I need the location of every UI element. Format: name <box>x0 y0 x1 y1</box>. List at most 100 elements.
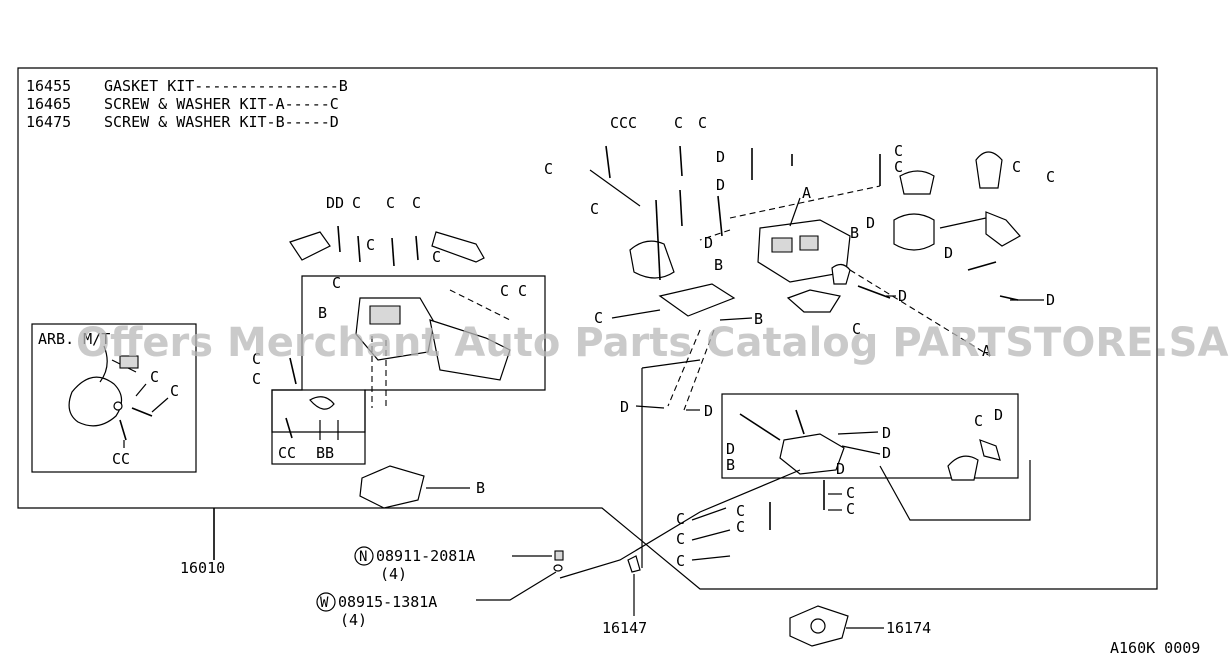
callout-c-left6: C <box>332 274 341 292</box>
part-16174-label: 16174 <box>886 619 931 637</box>
left-screw-3 <box>391 237 395 267</box>
carb-screw-5 <box>717 195 723 237</box>
lower-gasket-part <box>359 465 425 509</box>
carb-leader-c1 <box>589 169 641 207</box>
callout-c-top3: C <box>544 160 553 178</box>
callout-d-top7: D <box>898 287 907 305</box>
carb-float <box>629 240 675 279</box>
lower-body-part <box>779 433 845 475</box>
callout-c-low6: C <box>676 552 685 570</box>
callout-c-left2: C <box>386 194 395 212</box>
callout-c-left3: C <box>412 194 421 212</box>
callout-d-low4: D <box>882 424 891 442</box>
lower-bracket-part <box>979 439 1001 461</box>
lower-leader-c6 <box>691 555 731 561</box>
callout-c-left9: C <box>252 350 261 368</box>
arb-leader-1 <box>135 383 147 397</box>
nut-prefix: N <box>359 549 367 565</box>
carb-screw-1 <box>605 145 611 179</box>
left-dash-3 <box>449 289 511 321</box>
left-linkage-part <box>429 319 511 381</box>
left-screw-2 <box>357 235 361 263</box>
left-screw-6 <box>285 417 293 439</box>
legend: 16455 GASKET KIT----------------B 16465 … <box>26 77 348 131</box>
callout-bb-left: BB <box>316 444 334 462</box>
legend-num-2: 16465 <box>26 95 71 113</box>
callout-d-low5: D <box>882 444 891 462</box>
callout-c-left5: C <box>432 248 441 266</box>
callout-c-left7: C <box>500 282 509 300</box>
carb-gasket-plate <box>658 283 736 317</box>
callout-b-left: B <box>318 304 327 322</box>
carb-screw-9 <box>967 261 997 271</box>
carb-screw-11 <box>857 285 891 299</box>
left-screw-1 <box>337 225 341 253</box>
callout-c-top5: C <box>894 142 903 160</box>
part-16174-shape <box>789 605 849 647</box>
arb-screw-part-2 <box>119 419 127 441</box>
callout-dd-left: DD <box>326 194 344 212</box>
callout-d-low2: D <box>704 402 713 420</box>
lower-leader-d4 <box>635 405 665 409</box>
carb-link-line <box>939 217 987 229</box>
callout-b-low: B <box>726 456 735 474</box>
callout-a-top: A <box>802 184 811 202</box>
arb-callout-cc: CC <box>112 450 130 468</box>
arb-inset-title: ARB. M/T <box>38 330 110 348</box>
callout-c-top1: C <box>674 114 683 132</box>
carb-dash-3 <box>667 329 701 407</box>
carb-cover <box>899 170 935 195</box>
nut-part <box>554 550 564 561</box>
arb-washer-part <box>113 401 123 411</box>
legend-text-2: SCREW & WASHER KIT-A-----C <box>104 95 339 113</box>
lower-leader-d1 <box>837 431 879 435</box>
arb-callout-c1: C <box>150 368 159 386</box>
callout-c-top2: C <box>698 114 707 132</box>
washer-leader <box>476 571 557 601</box>
left-arm-part-2 <box>431 231 485 263</box>
callout-c-low8: C <box>736 518 745 536</box>
bottom-parts: 16010 N 08911-2081A (4) W 08915-1381A (4… <box>180 546 1200 657</box>
carb-float-chamber <box>893 213 935 251</box>
left-small-box <box>271 389 366 465</box>
carb-screw-7 <box>679 189 683 227</box>
left-arm-part <box>289 231 331 261</box>
part-16147-shape <box>627 555 641 573</box>
nut-part-number: 08911-2081A <box>376 547 475 565</box>
callout-c-low1: C <box>974 412 983 430</box>
callout-d-top1: D <box>716 148 725 166</box>
lower-right-subassembly: D D D B D D D C D C C C C C C C <box>559 359 1031 579</box>
washer-prefix-circle <box>316 592 336 612</box>
arb-screw-part <box>131 407 153 417</box>
callout-c-top6: C <box>894 158 903 176</box>
carb-bracket-right <box>985 211 1021 247</box>
callout-c-top4: C <box>590 200 599 218</box>
callout-c-top8: C <box>1046 168 1055 186</box>
callout-c-top9: C <box>594 309 603 327</box>
carb-screw-2 <box>679 145 683 177</box>
carb-gasket-small <box>786 289 841 313</box>
lower-vacuum-line <box>559 359 1031 579</box>
legend-num-3: 16475 <box>26 113 71 131</box>
arb-callout-c2: C <box>170 382 179 400</box>
legend-text-1: GASKET KIT----------------B <box>104 77 348 95</box>
left-bracket <box>309 396 335 410</box>
carb-screw-8 <box>655 199 661 281</box>
washer-qty: (4) <box>340 611 367 629</box>
callout-cc-left: CC <box>278 444 296 462</box>
nut-prefix-circle <box>354 546 374 566</box>
washer-part <box>553 564 563 572</box>
callout-b-top3: B <box>754 310 763 328</box>
part-16174-hole <box>810 618 826 634</box>
callout-c-top7: C <box>1012 158 1021 176</box>
lower-leader-d2 <box>841 445 881 455</box>
callout-c-low3: C <box>846 500 855 518</box>
callout-a-bottom: A <box>982 342 991 360</box>
callout-b-top2: B <box>850 224 859 242</box>
lower-diaphragm-part <box>947 455 979 481</box>
carb-venturi <box>771 235 819 253</box>
carb-leader-b3 <box>719 317 753 321</box>
arb-block-part <box>119 355 139 369</box>
callout-c-top10: C <box>852 320 861 338</box>
